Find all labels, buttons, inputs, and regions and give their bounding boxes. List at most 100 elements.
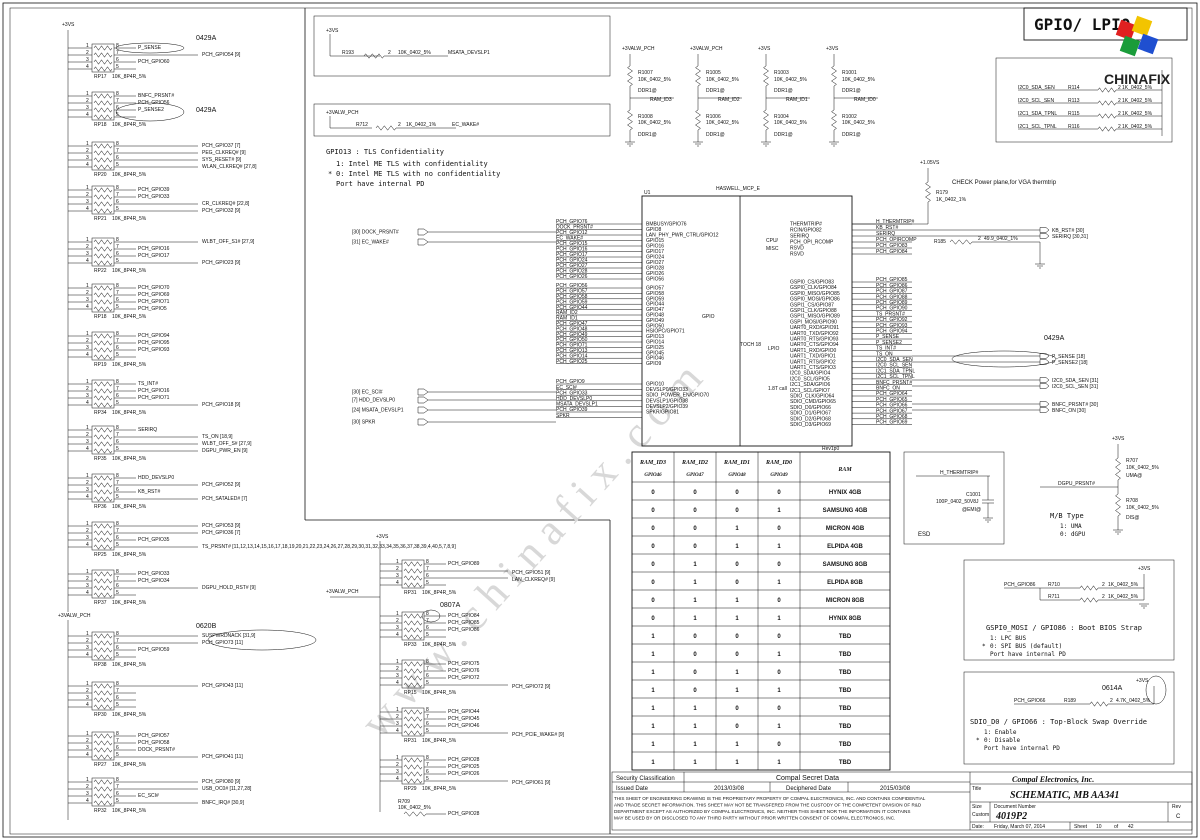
- net-label: DGPU_PRSNT#: [1058, 481, 1095, 487]
- net-label: H_THERMTRIP#: [940, 470, 979, 476]
- table-cell: 1: [777, 724, 781, 730]
- resistor-symbol: [93, 66, 113, 72]
- output-net: P_SENSE2 [18]: [1052, 360, 1088, 366]
- ic-pin-net: PCH_GPIO15: [556, 241, 588, 247]
- ic-rev: Rev1p0: [822, 446, 839, 452]
- resistor-symbol: [403, 568, 423, 574]
- pin-number: 1: [86, 185, 89, 191]
- net-label: I2C1_SDA_TPNL: [1018, 111, 1057, 117]
- table-cell: 1: [735, 688, 739, 694]
- ic-pin-name: GSPI0_CS/GPIO83: [790, 280, 834, 286]
- resistor-symbol: [93, 187, 113, 193]
- port-symbol: [1039, 407, 1050, 413]
- pin-number: 4: [86, 702, 89, 708]
- resistor-symbol: [403, 716, 423, 722]
- rail-label: +3VS: [758, 46, 771, 52]
- ic-pin-name: GPIO56: [646, 277, 664, 283]
- resistor-symbol: [93, 299, 113, 305]
- ic-pin-name: GPIO17: [646, 249, 664, 255]
- pin-number: 7: [116, 432, 119, 438]
- ic-pin-name: SDIO_D1/GPIO67: [790, 411, 831, 417]
- table-cell: ELPIDA 4GB: [827, 544, 863, 550]
- resistor-symbol: [93, 704, 113, 710]
- ic-pin-net: PCH_GPIO89: [876, 300, 908, 306]
- pin-number: 3: [86, 105, 89, 111]
- resistor-ref: R711: [1048, 594, 1060, 600]
- net-label: EC_SCI#: [138, 793, 159, 799]
- pin-number: 2: [86, 98, 89, 104]
- net-label: PCH_GPIO52 [9]: [202, 482, 241, 488]
- resistor-symbol: [403, 661, 423, 667]
- rail-label: +3VS: [1136, 678, 1149, 684]
- pin-number: 4: [396, 680, 399, 686]
- table-cell: 0: [777, 598, 781, 604]
- resistor-symbol: [831, 65, 837, 87]
- table-cell: SAMSUNG 4GB: [823, 508, 868, 514]
- resistor-symbol: [93, 647, 113, 653]
- table-header: RAM_ID1: [723, 460, 750, 466]
- revision-note: 0429A: [196, 35, 217, 42]
- pch-ic: U1HASWELL_MCP_ERev1p0GPIOCPU/MISCLPIOTOC…: [352, 160, 1099, 452]
- pin-number: 1: [86, 681, 89, 687]
- resistor-symbol: [1115, 493, 1121, 517]
- pack-ref: RP25: [94, 552, 107, 558]
- net-label: RAM_ID2: [718, 97, 740, 103]
- table-cell: 0: [651, 598, 655, 604]
- pin-number: 8: [116, 185, 119, 191]
- pack-body: [91, 473, 115, 503]
- ic-pin-net: PCH_GPIO47: [556, 321, 588, 327]
- table-cell: 1: [735, 526, 739, 532]
- ic-pin-name: GPIO44: [646, 302, 664, 308]
- pack-ref: RP31: [404, 738, 417, 744]
- pin-number: 6: [116, 345, 119, 351]
- pin-number: 8: [116, 631, 119, 637]
- resistor-value: 10K_0402_5%: [1126, 505, 1159, 511]
- default-mark: *: [982, 643, 986, 650]
- ic-pin-net: RAM_ID2: [556, 310, 578, 316]
- ic-pin-name: DEVSLP0/GPIO33: [646, 387, 688, 393]
- pin-number: 6: [116, 439, 119, 445]
- ic-pin-net: I2C0_SDA_SEN: [876, 357, 913, 363]
- pin-number: 4: [86, 64, 89, 70]
- pack-ref: RP32: [94, 808, 107, 814]
- pack-body: [91, 237, 115, 267]
- pack-ref: RP30: [94, 712, 107, 718]
- ic-pin-net: KB_RST#: [876, 225, 898, 231]
- size-label: Size: [972, 804, 982, 810]
- resistor-value: 1K_0402_5%: [1108, 582, 1139, 588]
- table-cell: 0: [693, 652, 697, 658]
- pin-number: 4: [86, 446, 89, 452]
- pin-number: 8: [116, 681, 119, 687]
- net-label: PCH_GPIO86: [448, 627, 480, 633]
- r712-box: [313, 103, 611, 137]
- highlight-ellipse: [951, 350, 1057, 368]
- docnum-value: 4019P2: [995, 811, 1027, 822]
- pin-number: 7: [116, 480, 119, 486]
- ic-pin-name: GPIO28: [646, 266, 664, 272]
- ic-pin-name: UART0_TXD/GPIO92: [790, 331, 839, 337]
- resistor-symbol: [93, 448, 113, 454]
- pin-number: 5: [116, 64, 119, 70]
- of-label: of: [1114, 824, 1119, 830]
- net-label: LAN_CLKREQ# [9]: [512, 577, 555, 583]
- pin-number: 2: [86, 148, 89, 154]
- resistor-symbol: [949, 239, 973, 245]
- input-net: [30] EC_SCI#: [352, 390, 383, 396]
- table-cell: 1: [651, 688, 655, 694]
- table-cell: 1: [693, 760, 697, 766]
- ic-pin-net: SERIRQ: [876, 231, 895, 237]
- pin-number: 7: [426, 666, 429, 672]
- resistor-symbol: [93, 157, 113, 163]
- resistor-symbol: [93, 544, 113, 550]
- ic-pin-name: GSPI0_MOSI/GPIO86: [790, 297, 840, 303]
- output-net: BNFC_PRSNT# [30]: [1052, 402, 1098, 408]
- net-label: SUSPWRDNACK [31,9]: [202, 633, 256, 639]
- ic-pin-name: GPIO10: [646, 382, 664, 388]
- net-label: TS_PRSNT# [11,12,13,14,15,16,17,18,19,20…: [202, 544, 456, 550]
- resistor-option: DDR1@: [842, 132, 861, 138]
- resistor-symbol: [403, 620, 423, 626]
